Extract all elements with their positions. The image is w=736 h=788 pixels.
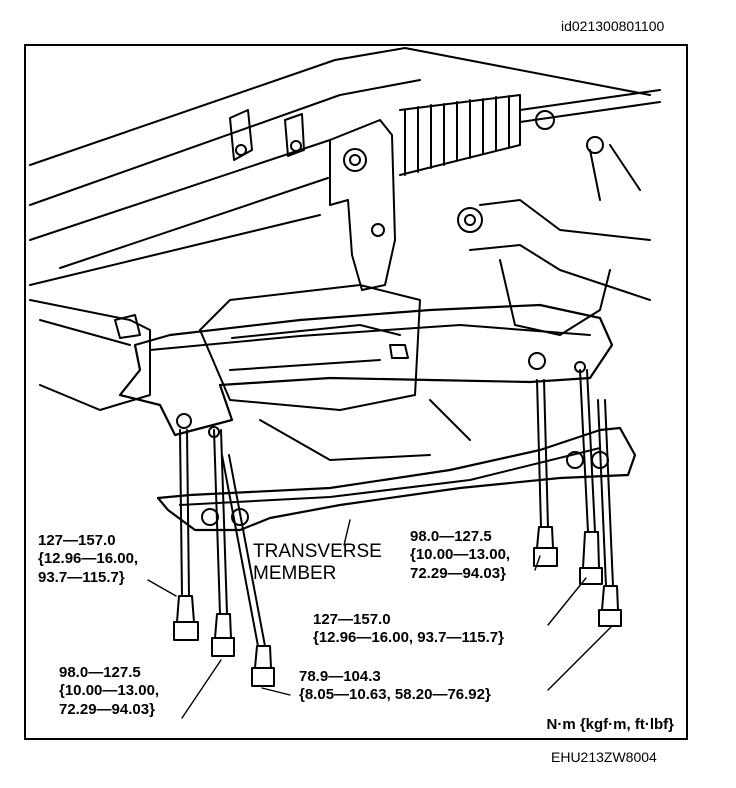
chassis-rail <box>29 47 651 286</box>
steering-boot <box>399 94 521 176</box>
units-label: N·m {kgf·m, ft·lbf} <box>546 716 675 733</box>
oil-pan <box>199 284 421 411</box>
torque-spec-front-left: 127—157.0 {12.96—16.00, 93.7—115.7} <box>38 532 139 586</box>
torque-spec-center: 78.9—104.3 {8.05—10.63, 58.20—76.92} <box>299 668 491 704</box>
figure-id: id021300801100 <box>561 18 665 34</box>
member-bar <box>156 426 637 532</box>
torque-spec-rear-left: 98.0—127.5 {10.00—13.00, 72.29—94.03} <box>59 664 160 718</box>
suspension-arm <box>469 199 651 336</box>
rail-bolt-hole <box>235 144 247 156</box>
tie-rod-end <box>535 110 555 130</box>
torque-spec-rear-right: 127—157.0 {12.96—16.00, 93.7—115.7} <box>313 611 504 647</box>
diagram-frame <box>24 44 688 740</box>
transverse-member-label: TRANSVERSE MEMBER <box>253 541 382 584</box>
crossmember-bolt-hole <box>176 413 192 429</box>
bolt-group <box>173 369 622 687</box>
leader-lines <box>147 519 613 719</box>
crossmember-outline <box>118 303 614 437</box>
rail-bracket <box>229 109 305 161</box>
tie-rod <box>519 89 661 123</box>
engine-mount <box>329 119 396 291</box>
figure-code: EHU213ZW8004 <box>551 749 657 765</box>
left-lower-arm <box>29 299 151 411</box>
torque-spec-front-right: 98.0—127.5 {10.00—13.00, 72.29—94.03} <box>410 528 511 582</box>
